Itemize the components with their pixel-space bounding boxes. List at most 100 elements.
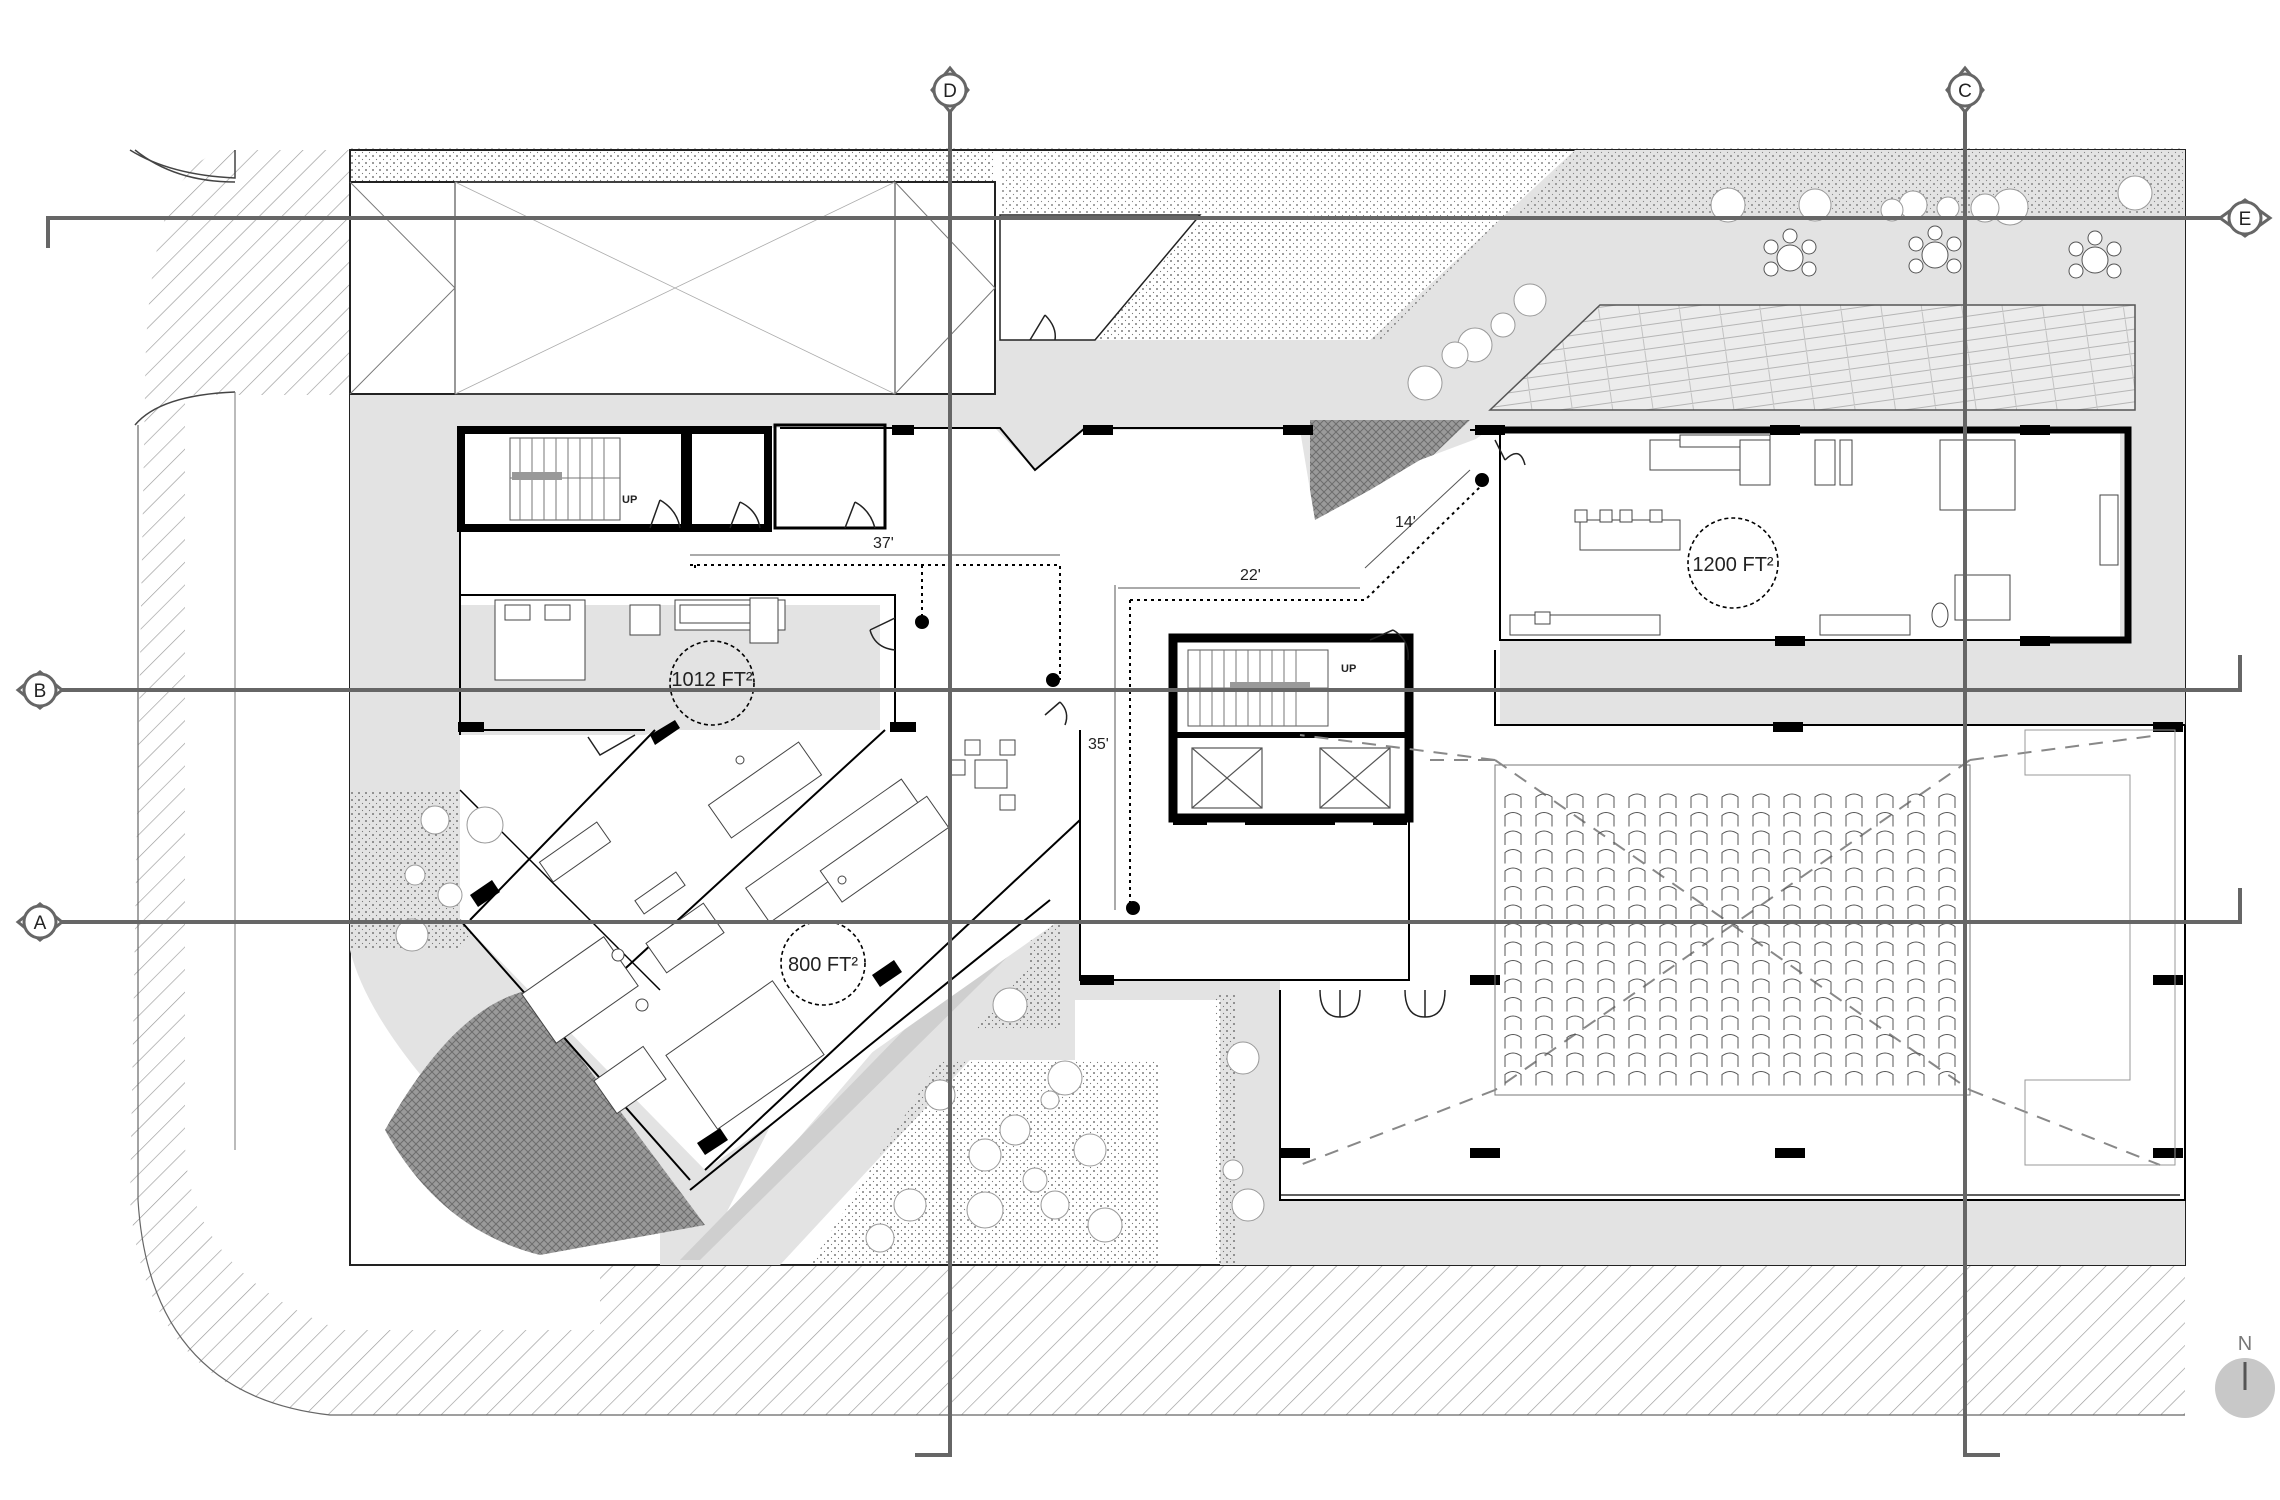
seat: [1938, 960, 1956, 975]
seat: [1814, 1052, 1832, 1067]
seat: [1566, 793, 1584, 808]
grid-bubble-d: [930, 65, 970, 115]
seat: [1876, 978, 1894, 993]
grid-bubble-c: [1945, 65, 1985, 115]
seat: [1504, 793, 1522, 808]
seat: [1752, 1052, 1770, 1067]
seat: [1721, 1034, 1739, 1049]
seat: [1783, 997, 1801, 1012]
seat: [1535, 1034, 1553, 1049]
tree: [1970, 193, 2000, 223]
seat: [1566, 849, 1584, 864]
seat: [1783, 849, 1801, 864]
seat: [1938, 978, 1956, 993]
tree: [1407, 365, 1443, 401]
seat: [1628, 830, 1646, 845]
seat: [1659, 941, 1677, 956]
grid-bubble-e: [2217, 198, 2273, 238]
seat: [1628, 1034, 1646, 1049]
seat: [1690, 830, 1708, 845]
seat: [1504, 1052, 1522, 1067]
seat: [1628, 886, 1646, 901]
seat: [1876, 867, 1894, 882]
seat: [1628, 812, 1646, 827]
seat: [1814, 941, 1832, 956]
seat: [1938, 1015, 1956, 1030]
seat: [1907, 960, 1925, 975]
seat: [1721, 1015, 1739, 1030]
seat: [1845, 886, 1863, 901]
seat: [1690, 960, 1708, 975]
seat: [1814, 849, 1832, 864]
tree: [1073, 1133, 1107, 1167]
seat: [1938, 867, 1956, 882]
residence-west-furniture: [494, 597, 1016, 1130]
seat: [1597, 904, 1615, 919]
seat: [1907, 830, 1925, 845]
seat: [1659, 1071, 1677, 1086]
seat: [1659, 978, 1677, 993]
seat: [1566, 812, 1584, 827]
seat: [1504, 1071, 1522, 1086]
seat: [1752, 997, 1770, 1012]
west-stair: [509, 437, 621, 521]
seat: [1659, 997, 1677, 1012]
seat: [1597, 1052, 1615, 1067]
seat: [1876, 1034, 1894, 1049]
seat: [1845, 997, 1863, 1012]
grid-lines: [46, 100, 2242, 1457]
seat: [1535, 886, 1553, 901]
seat: [1938, 830, 1956, 845]
seat: [1938, 812, 1956, 827]
seat: [1783, 960, 1801, 975]
tree: [924, 1079, 956, 1111]
tree: [1226, 1041, 1260, 1075]
seat: [1659, 849, 1677, 864]
seat: [1752, 867, 1770, 882]
seat: [1814, 960, 1832, 975]
seat: [1783, 793, 1801, 808]
seat: [1535, 997, 1553, 1012]
seat: [1814, 1071, 1832, 1086]
seat: [1783, 1034, 1801, 1049]
seat: [1938, 904, 1956, 919]
grid-label-a: A: [34, 913, 47, 934]
north-label: N: [2238, 1333, 2252, 1355]
seat: [1752, 960, 1770, 975]
seat: [1721, 793, 1739, 808]
seat: [1783, 886, 1801, 901]
seat: [1566, 1034, 1584, 1049]
seat: [1907, 1034, 1925, 1049]
tree: [404, 864, 426, 886]
doors: [587, 314, 1526, 1018]
seat: [1938, 1034, 1956, 1049]
seat: [1907, 1052, 1925, 1067]
seat: [1783, 867, 1801, 882]
seat: [1752, 1071, 1770, 1086]
seat: [1845, 812, 1863, 827]
seat: [1907, 849, 1925, 864]
seat: [1752, 978, 1770, 993]
seat: [1597, 812, 1615, 827]
seat: [1845, 941, 1863, 956]
seat: [1597, 978, 1615, 993]
seat: [1752, 886, 1770, 901]
seat: [1876, 1015, 1894, 1030]
seat: [1752, 1034, 1770, 1049]
seat: [1504, 1034, 1522, 1049]
trees: [395, 175, 2153, 1253]
seat: [1876, 997, 1894, 1012]
seat: [1597, 830, 1615, 845]
seat: [1938, 793, 1956, 808]
seat: [1721, 886, 1739, 901]
seat: [1721, 1071, 1739, 1086]
seat: [1628, 1071, 1646, 1086]
seat: [1690, 904, 1708, 919]
area-label-1200: 1200 FT²: [1692, 554, 1773, 576]
seat: [1504, 830, 1522, 845]
seat: [1504, 960, 1522, 975]
seat: [1597, 886, 1615, 901]
seat: [1628, 1015, 1646, 1030]
seat: [1876, 830, 1894, 845]
seat: [1721, 904, 1739, 919]
